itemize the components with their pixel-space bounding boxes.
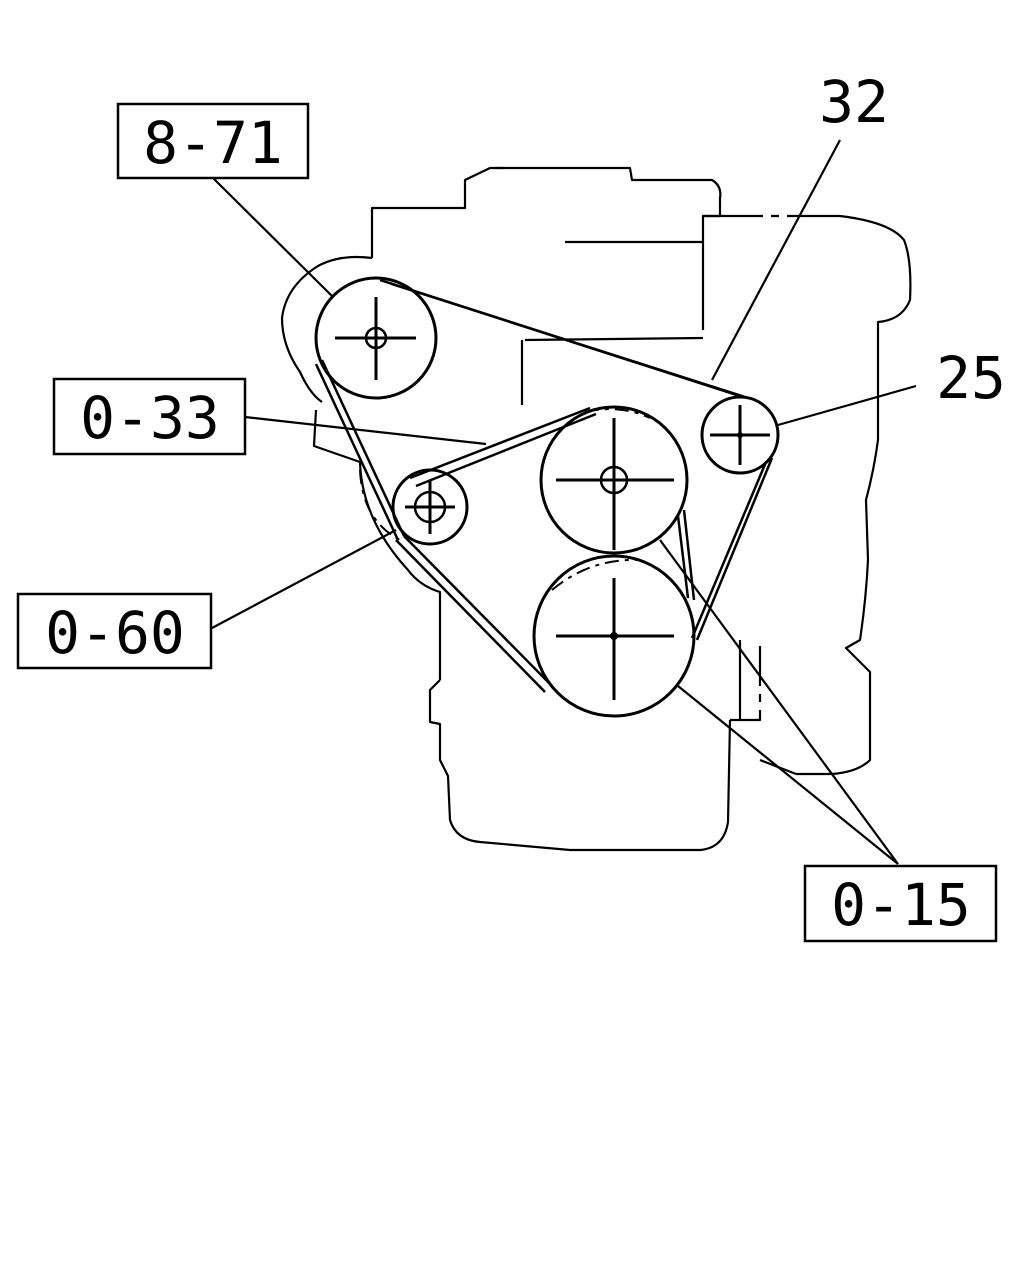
callout-25-label: 25 <box>936 344 1006 412</box>
callout-0-33-label: 0-33 <box>80 384 220 452</box>
engine-outline <box>280 166 912 852</box>
pulley-tensioner <box>700 395 780 475</box>
leader-25 <box>777 384 917 427</box>
hidden-outlines <box>359 408 651 591</box>
leader-0-15-b <box>677 685 899 865</box>
leader-0-33 <box>244 415 487 446</box>
callout-0-15: 0-15 <box>803 864 998 943</box>
pulley-crank <box>532 554 696 718</box>
callout-8-71: 8-71 <box>116 102 310 180</box>
pulley-center <box>539 405 689 555</box>
callout-0-33: 0-33 <box>52 377 247 456</box>
callout-0-60: 0-60 <box>16 592 213 670</box>
belts <box>314 278 774 693</box>
leader-0-15-a <box>659 539 899 865</box>
callout-0-60-label: 0-60 <box>45 599 185 667</box>
callout-32-label: 32 <box>819 68 889 136</box>
pulleys <box>314 276 780 718</box>
pulley-top-left <box>314 276 438 400</box>
leader-8-71 <box>212 177 333 297</box>
callout-8-71-label: 8-71 <box>143 109 283 177</box>
callout-0-15-label: 0-15 <box>831 871 971 939</box>
leader-0-60 <box>211 529 397 629</box>
leader-32 <box>711 139 841 381</box>
leader-lines <box>211 139 917 865</box>
